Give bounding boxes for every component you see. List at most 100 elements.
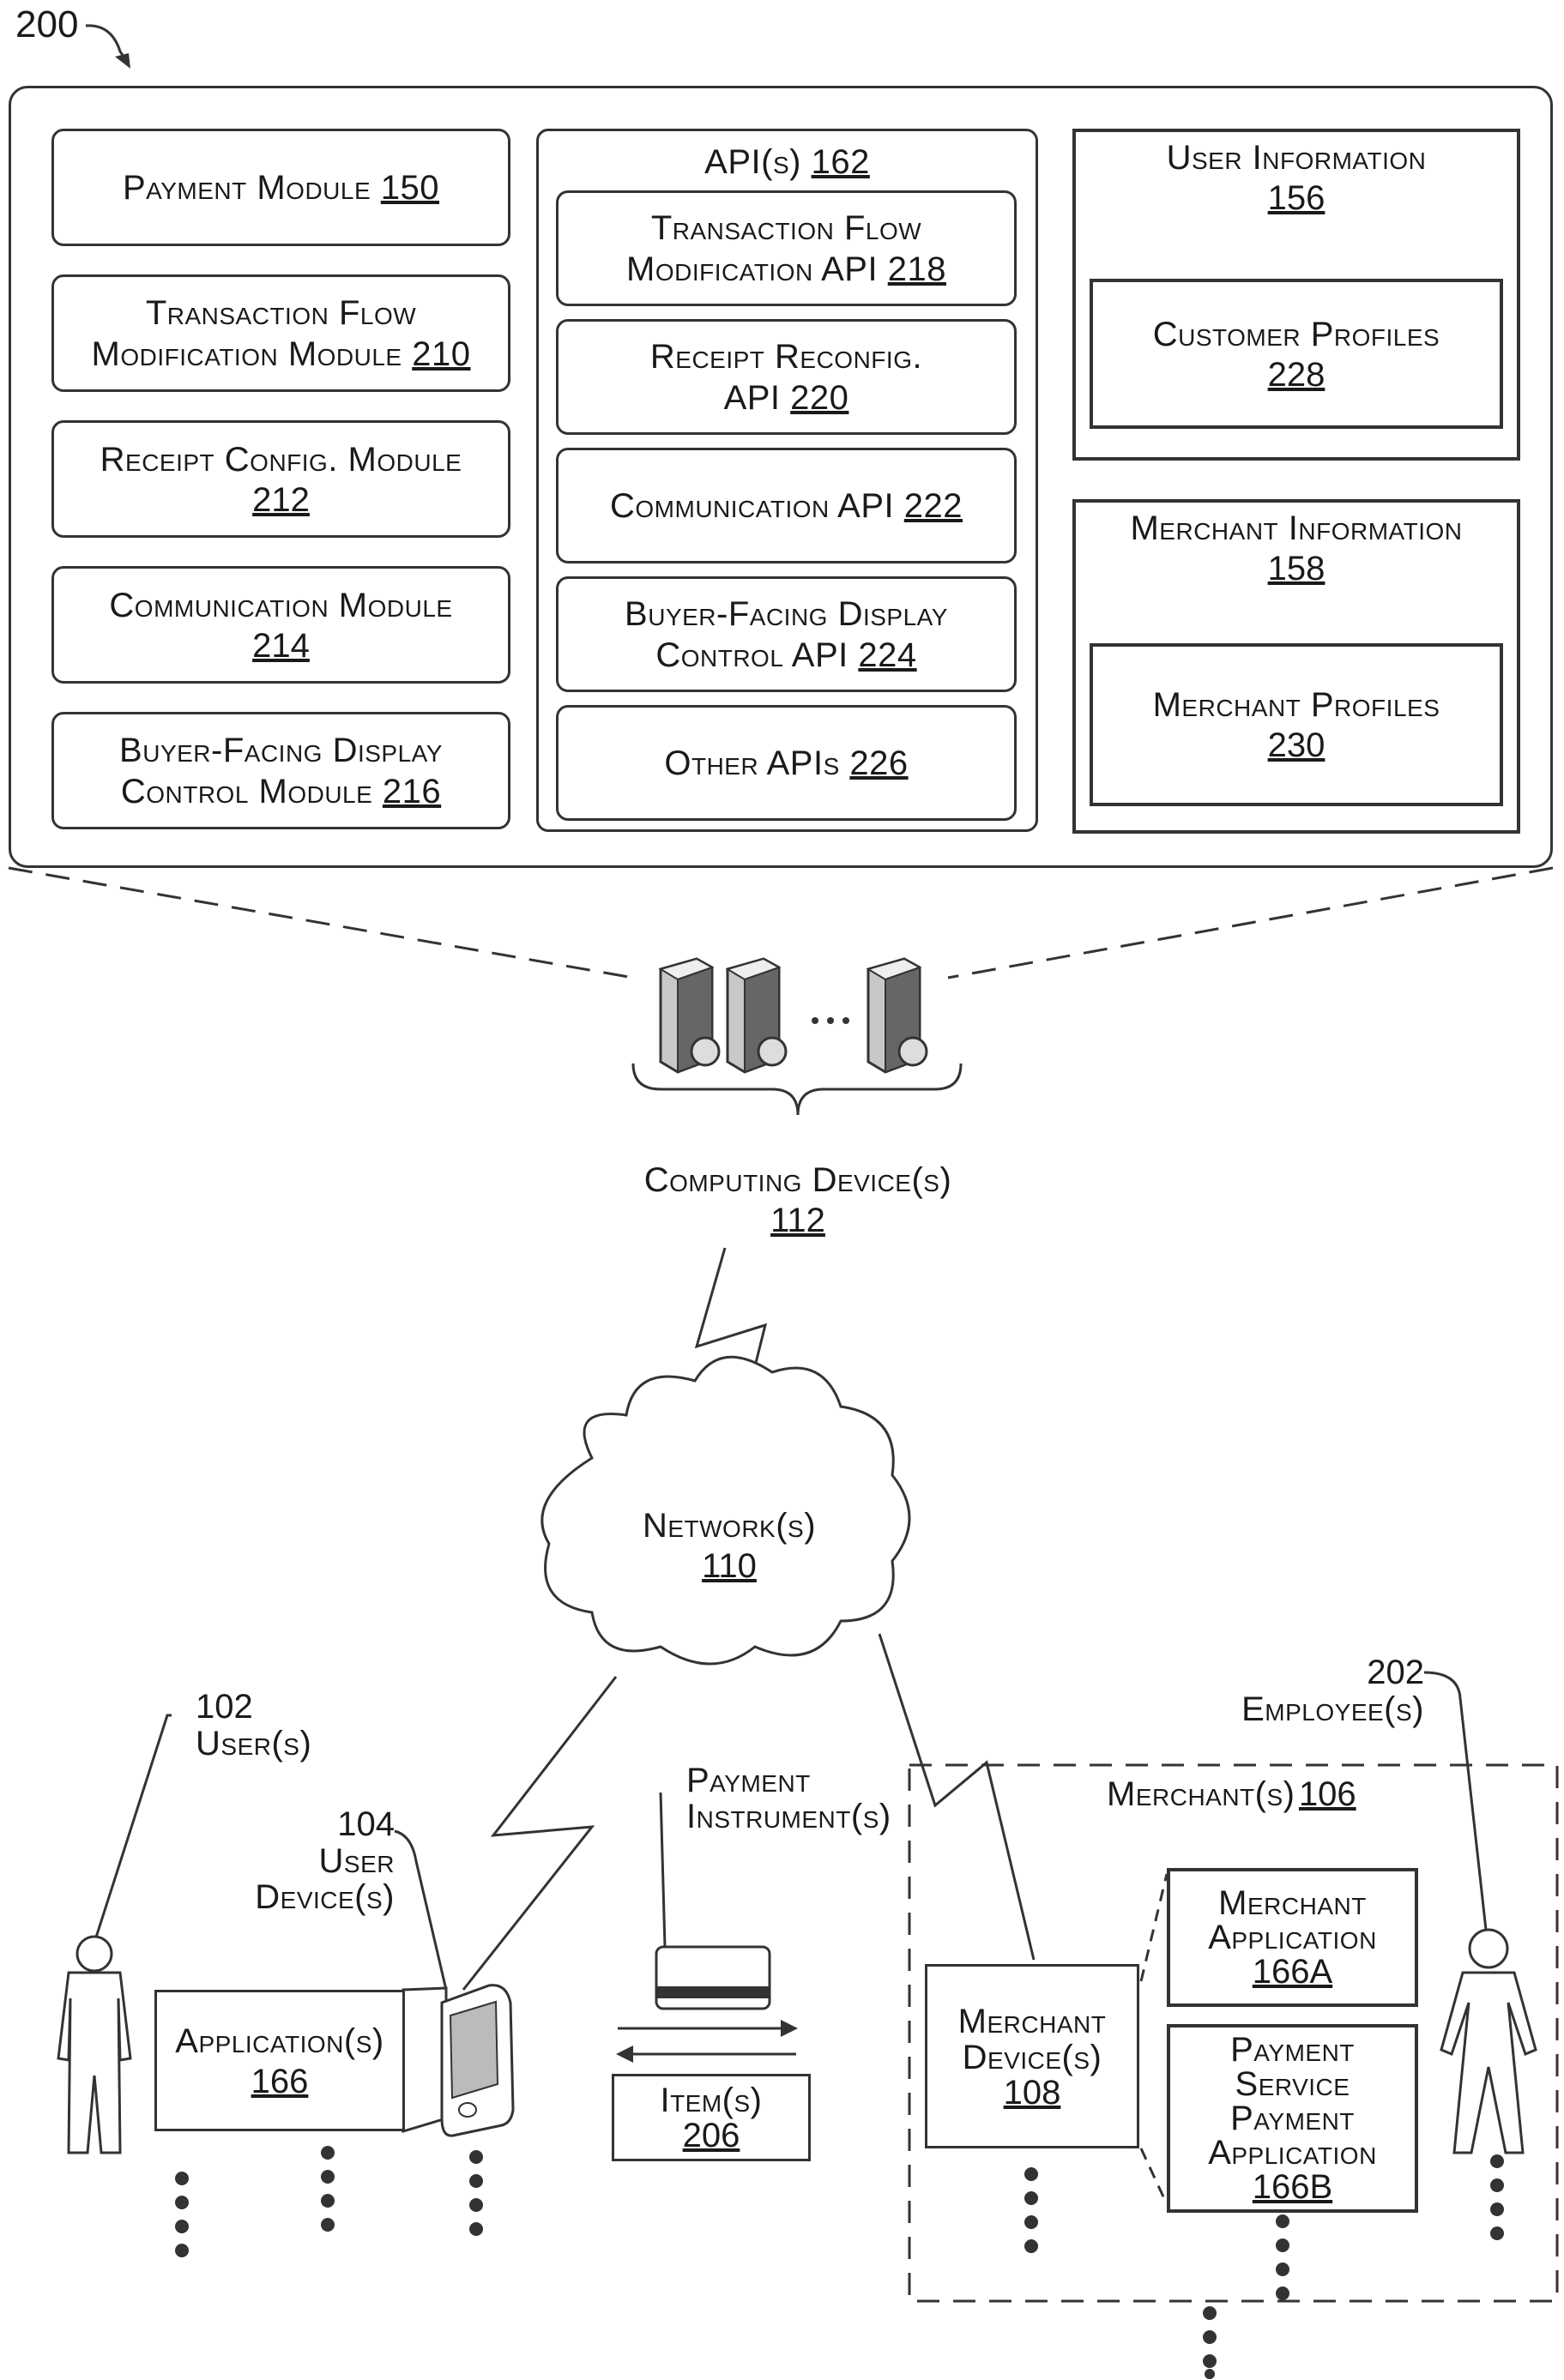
bfdc-api-line2: Control API — [655, 636, 848, 674]
communication-module-ref: 214 — [252, 626, 310, 666]
merchant-text: Merchant(s) — [1107, 1775, 1295, 1813]
merchant-device-line2: Device(s) — [963, 2040, 1102, 2076]
leader-user-device — [395, 1831, 446, 1990]
merchant-ref: 106 — [1299, 1775, 1356, 1813]
tfm-api-ref: 218 — [888, 250, 946, 288]
receipt-reconfig-api-line2-wrap: API 220 — [724, 377, 849, 419]
merchant-profiles-ref: 230 — [1268, 726, 1325, 765]
item-box: Item(s) 206 — [612, 2074, 811, 2161]
application-box: Application(s) 166 — [154, 1990, 405, 2131]
item-label: Item(s) — [660, 2082, 762, 2118]
computing-devices-text: Computing Device(s) — [601, 1160, 995, 1201]
leader-employee — [1424, 1672, 1486, 1930]
communication-api-text: Communication API — [610, 487, 894, 525]
server-icon-1 — [661, 959, 719, 1072]
transaction-flow-modification-module: Transaction Flow Modification Module 210 — [51, 274, 510, 392]
receipt-reconfig-api-line1: Receipt Reconfig. — [650, 336, 922, 377]
payment-module: Payment Module 150 — [51, 129, 510, 246]
bfdc-api-line2-wrap: Control API 224 — [655, 635, 916, 676]
merchant-profiles: Merchant Profiles 230 — [1090, 643, 1503, 806]
other-apis: Other APIs 226 — [556, 705, 1017, 821]
communication-module-name: Communication Module — [109, 585, 452, 626]
payment-module-label: Payment Module 150 — [123, 167, 439, 208]
tfm-api-line2-wrap: Modification API 218 — [626, 249, 946, 290]
pspa-line1: Payment — [1230, 2033, 1355, 2067]
communication-api: Communication API 222 — [556, 448, 1017, 563]
pspa-line2: Service — [1235, 2067, 1350, 2101]
payment-module-ref: 150 — [381, 169, 439, 207]
merchant-device-line1: Merchant — [958, 2003, 1107, 2040]
arrowhead-left — [616, 2046, 633, 2063]
pspa-ref: 166B — [1253, 2170, 1332, 2204]
zoom-line-left — [9, 868, 633, 978]
network-ref: 110 — [601, 1546, 858, 1586]
merchant-application-line1: Merchant — [1218, 1886, 1367, 1920]
merchant-information-ref: 158 — [1268, 549, 1325, 588]
customer-profiles-ref: 228 — [1268, 355, 1325, 395]
customer-profiles-label: Customer Profiles — [1153, 314, 1440, 355]
communication-module: Communication Module 214 — [51, 566, 510, 684]
computing-devices-label: Computing Device(s) 112 — [601, 1160, 995, 1240]
payment-module-name: Payment Module — [123, 169, 371, 207]
merchant-app-connector-top — [1141, 1874, 1167, 1981]
communication-api-ref: 222 — [904, 487, 963, 525]
payment-instrument-label: Payment Instrument(s) — [686, 1762, 891, 1835]
user-information-ref: 156 — [1268, 178, 1325, 218]
user-device-line1: User — [240, 1843, 395, 1879]
payment-instrument-line2: Instrument(s) — [686, 1799, 891, 1835]
employee-label: 202 Employee(s) — [1218, 1654, 1424, 1727]
bfdc-module-line2-wrap: Control Module 216 — [121, 771, 441, 812]
bfdc-api-ref: 224 — [858, 636, 916, 674]
payment-instrument-line1: Payment — [686, 1762, 891, 1799]
apis-title-text: API(s) — [704, 143, 801, 181]
user-information-title: User Information — [1167, 137, 1427, 178]
merchant-app-connector-bottom — [1141, 2148, 1167, 2204]
tfm-module-line2: Modification Module — [92, 335, 402, 373]
user-device-label: 104 User Device(s) — [240, 1805, 395, 1915]
bfdc-api-line1: Buyer-Facing Display — [625, 593, 948, 635]
merchant-device-ref: 108 — [1004, 2076, 1061, 2110]
user-text: User(s) — [196, 1726, 311, 1762]
ellipsis-dot — [842, 1017, 849, 1024]
payment-service-payment-application-box: Payment Service Payment Application 166B — [1167, 2024, 1418, 2213]
user-label: 102 User(s) — [196, 1688, 311, 1762]
bfdc-module-line2: Control Module — [121, 773, 372, 810]
apis-title: API(s) 162 — [704, 142, 870, 183]
apis-ref: 162 — [812, 143, 870, 181]
merchant-application-line2: Application — [1208, 1920, 1377, 1955]
receipt-config-module-name: Receipt Config. Module — [100, 439, 462, 480]
application-ref: 166 — [251, 2062, 309, 2101]
bfdc-module-ref: 216 — [383, 773, 441, 810]
lightning-network-merchant-device — [879, 1634, 1034, 1960]
buyer-facing-display-control-api: Buyer-Facing Display Control API 224 — [556, 576, 1017, 692]
pspa-line4: Application — [1208, 2136, 1377, 2170]
merchant-application-ref: 166A — [1253, 1955, 1332, 1989]
employee-text: Employee(s) — [1218, 1691, 1424, 1727]
receipt-config-module: Receipt Config. Module 212 — [51, 420, 510, 538]
figure-arrowhead — [115, 53, 130, 69]
tfm-api-line1: Transaction Flow — [651, 208, 921, 249]
tfm-module-line1: Transaction Flow — [146, 292, 416, 334]
lightning-network-user-device — [463, 1677, 616, 1990]
buyer-facing-display-control-module: Buyer-Facing Display Control Module 216 — [51, 712, 510, 829]
merchant-profiles-label: Merchant Profiles — [1153, 684, 1440, 726]
arrowhead-right — [781, 2020, 798, 2037]
user-ref: 102 — [196, 1688, 311, 1726]
network-text: Network(s) — [601, 1505, 858, 1546]
bfdc-module-line1: Buyer-Facing Display — [119, 730, 443, 771]
zoom-line-right — [948, 868, 1553, 978]
receipt-reconfig-api: Receipt Reconfig. API 220 — [556, 319, 1017, 435]
ellipsis-dot — [827, 1017, 834, 1024]
employee-figure-icon — [1441, 1930, 1536, 2153]
tfm-module-ref: 210 — [412, 335, 470, 373]
receipt-reconfig-api-ref: 220 — [790, 379, 848, 417]
communication-api-label: Communication API 222 — [610, 485, 963, 527]
network-label: Network(s) 110 — [601, 1505, 858, 1586]
user-figure-icon — [58, 1937, 130, 2153]
leader-user — [94, 1715, 172, 1943]
server-icon-3 — [868, 959, 927, 1072]
user-device-line2: Device(s) — [240, 1879, 395, 1915]
pspa-line3: Payment — [1230, 2101, 1355, 2136]
phone-icon — [442, 1985, 513, 2136]
merchant-label: Merchant(s) 106 — [1107, 1774, 1356, 1815]
